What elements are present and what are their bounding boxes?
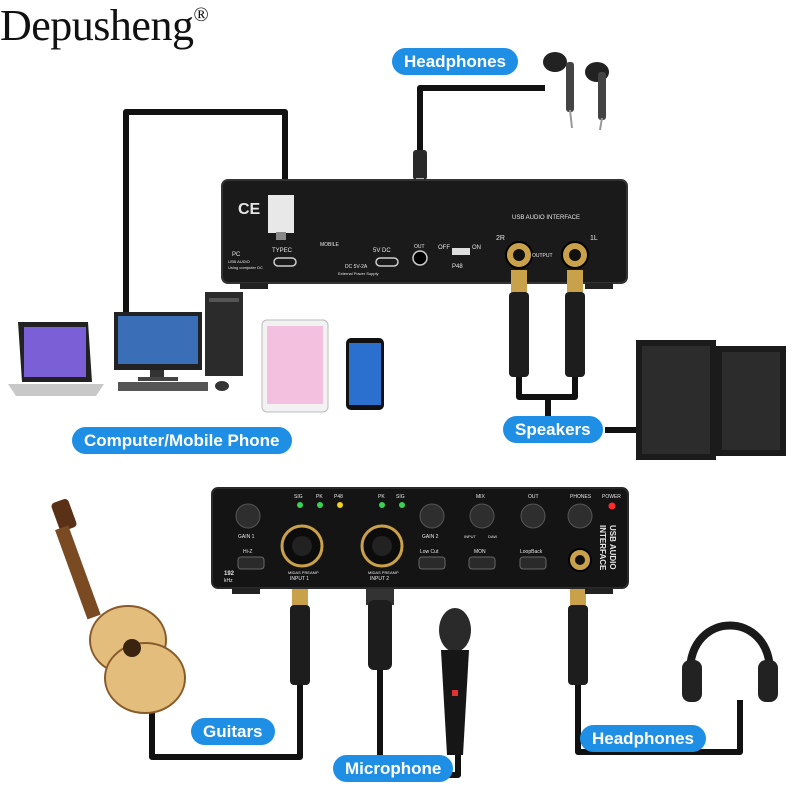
back-panel-device: CE TYPEC PC USB AUDIO Using computer DC … — [221, 179, 628, 289]
front-panel-mix-label: MIX — [476, 494, 486, 500]
back-panel-mobile-label: MOBILE — [320, 242, 340, 248]
front-panel-pk1-label: PK — [316, 494, 323, 500]
power-led — [608, 502, 616, 510]
loopback-button — [519, 556, 547, 570]
front-panel-input1-b-label: INPUT 1 — [290, 576, 309, 582]
microphone-icon — [439, 608, 471, 755]
front-panel-lowcut-label: Low Cut — [420, 549, 439, 555]
callout-microphone: Microphone — [333, 755, 454, 782]
callout-headphones-top: Headphones — [392, 48, 519, 75]
callout-speakers: Speakers — [503, 416, 603, 443]
back-panel-dc-label-label: 5V DC — [373, 248, 391, 254]
front-panel-hiz-label: Hi-Z — [243, 549, 252, 555]
front-panel-sig1-label: SIG — [294, 494, 303, 500]
dc-port — [375, 257, 399, 267]
pk1-led — [317, 502, 323, 508]
front-panel-badge2-label: kHz — [224, 578, 233, 584]
ukulele-icon — [51, 498, 186, 714]
pk2-led — [379, 502, 385, 508]
out-jack — [412, 250, 428, 266]
front-panel-pk2-label: PK — [378, 494, 385, 500]
back-panel-output-label: OUTPUT — [532, 253, 553, 259]
front-panel-mon-label: MON — [474, 549, 486, 555]
front-panel-phones-label: PHONES — [570, 494, 592, 500]
front-panel-gain1-label: GAIN 1 — [238, 534, 255, 540]
ce-mark: CE — [238, 201, 261, 218]
p48-led — [337, 502, 343, 508]
tablet-icon — [261, 319, 329, 413]
gain1-knob — [235, 503, 261, 529]
mon-button — [468, 556, 496, 570]
front-panel-sig2-label: SIG — [396, 494, 405, 500]
lowcut-button — [418, 556, 446, 570]
hiz-button — [237, 556, 265, 570]
back-panel-pc-sub1-label: USB AUDIO — [228, 259, 250, 264]
front-panel-input-lbl-label: INPUT — [464, 534, 477, 539]
back-panel-dc-sub1-label: DC 5V-2A — [345, 264, 368, 270]
callout-computer-mobile: Computer/Mobile Phone — [72, 427, 292, 454]
speakers-icon — [636, 340, 786, 460]
front-panel-gain2-label: GAIN 2 — [422, 534, 439, 540]
out-knob — [520, 503, 546, 529]
speaker-plugs — [509, 270, 585, 377]
callout-headphones-bottom: Headphones — [580, 725, 707, 752]
front-panel-side-b-label: INTERFACE — [598, 525, 607, 571]
gain2-knob — [419, 503, 445, 529]
front-panel-loopback-label: LoopBack — [520, 549, 543, 555]
back-panel-pc-label: PC — [232, 252, 241, 258]
192khz-badge: 192 — [224, 571, 235, 577]
back-panel-p48-label: P48 — [452, 264, 463, 270]
back-panel-dc-sub2-label: External Power Supply — [338, 271, 378, 276]
phones-knob — [567, 503, 593, 529]
pc-tower-icon — [205, 292, 243, 376]
back-panel-out-label: OUT — [414, 244, 425, 250]
front-panel-device: SIG PK P48 PK SIG MIX OUT PHONES POWER G… — [211, 487, 629, 594]
headphones-icon — [682, 621, 778, 702]
back-panel-ch-1l-label: 1L — [590, 235, 598, 242]
desktop-monitor-icon — [114, 312, 229, 391]
back-panel-pc-sub2-label: Using computer DC — [228, 265, 263, 270]
front-panel-p48-label: P48 — [334, 494, 343, 500]
back-panel-interface-label: USB AUDIO INTERFACE — [512, 215, 580, 221]
usb-c-plug — [268, 195, 294, 233]
mobile-phone-icon — [346, 338, 384, 410]
back-panel-typec-label: TYPEC — [272, 248, 293, 254]
earbuds-icon — [543, 52, 609, 131]
usb-cable — [123, 109, 288, 312]
sig1-led — [297, 502, 303, 508]
headphone-cable-top — [417, 85, 545, 170]
sig2-led — [399, 502, 405, 508]
front-panel-out-label: OUT — [528, 494, 539, 500]
callout-guitars: Guitars — [191, 718, 275, 745]
p48-switch — [452, 248, 470, 255]
typec-port — [273, 257, 297, 267]
front-panel-input2-b-label: INPUT 2 — [370, 576, 389, 582]
front-panel-side-a-label: USB AUDIO — [608, 525, 617, 570]
brand-logo: Depusheng® — [0, 1, 209, 50]
back-panel-ch-2r-label: 2R — [496, 235, 505, 242]
laptop-icon — [8, 322, 104, 396]
front-panel-input1-a-label: MIDAS PREAMP — [288, 570, 319, 575]
cables-top — [123, 85, 655, 433]
front-panel-power-label: POWER — [602, 494, 621, 500]
front-panel-daw-lbl-label: DAW — [488, 534, 497, 539]
mix-knob — [469, 503, 495, 529]
back-panel-p48-off-label: OFF — [438, 245, 450, 251]
front-panel-input2-a-label: MIDAS PREAMP — [368, 570, 399, 575]
back-panel-p48-on-label: ON — [472, 245, 481, 251]
